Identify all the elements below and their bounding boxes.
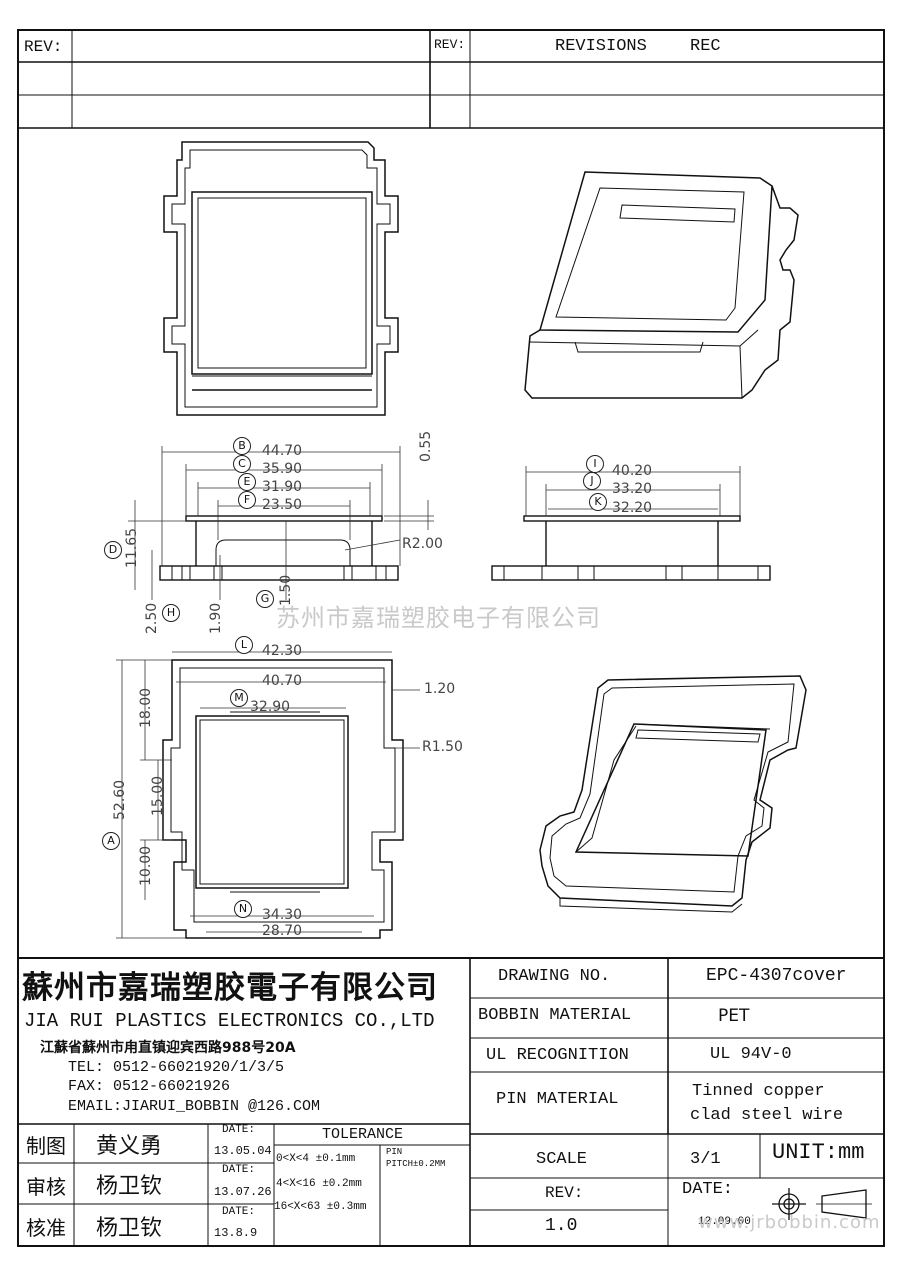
circle-H: H [162, 604, 180, 622]
approval-role-0: 制图 [26, 1134, 66, 1158]
approval-name-2: 杨卫钦 [96, 1216, 163, 1241]
watermark-url: www.jrbobbin.com [698, 1212, 881, 1233]
bottom-plan-view [116, 651, 420, 939]
dim-wall: 1.20 [424, 681, 456, 697]
circle-G: G [256, 590, 274, 608]
dim-mid-seg: 15.00 [150, 775, 166, 816]
dim-base: 28.70 [262, 923, 303, 939]
circle-A: A [102, 832, 120, 850]
dim-C: 35.90 [262, 461, 303, 477]
company-fax: FAX: 0512-66021926 [68, 1078, 231, 1095]
rev-label-mid: REV: [434, 37, 466, 52]
circle-C: C [233, 455, 251, 473]
scale-label: SCALE [536, 1150, 588, 1169]
company-name-cn: 蘇州市嘉瑞塑胶電子有限公司 [22, 970, 438, 1006]
dim-K: 32.20 [612, 500, 653, 516]
dim-radius-bottom: R1.50 [422, 739, 463, 755]
dim-inner: 40.70 [262, 673, 303, 689]
approval-role-1: 审核 [26, 1175, 66, 1199]
pin-material-label: PIN MATERIAL [496, 1090, 619, 1109]
dim-L: 42.30 [262, 643, 303, 659]
date-label: DATE: [682, 1180, 734, 1199]
approval-date-label-1: DATE: [222, 1164, 256, 1176]
circle-K: K [589, 493, 607, 511]
approval-name-1: 杨卫钦 [96, 1174, 163, 1199]
approval-date-2: 13.8.9 [214, 1226, 258, 1240]
dim-D: 11.65 [124, 527, 140, 568]
approval-date-1: 13.07.26 [214, 1185, 272, 1199]
company-tel: TEL: 0512-66021920/1/3/5 [68, 1059, 285, 1076]
tolerance-pin-pitch: PITCH±0.2MM [386, 1159, 446, 1169]
company-name-en: JIA RUI PLASTICS ELECTRONICS CO.,LTD [24, 1010, 435, 1032]
top-iso-view [524, 171, 799, 399]
front-elevation-right [491, 466, 771, 581]
dim-J: 33.20 [612, 481, 653, 497]
dim-H: 2.50 [144, 602, 160, 634]
circle-I: I [586, 455, 604, 473]
unit-label: UNIT:mm [772, 1140, 865, 1165]
circle-B: B [233, 437, 251, 455]
dim-bot-seg: 10.00 [138, 845, 154, 886]
pin-material-line2: clad steel wire [690, 1106, 844, 1125]
bobbin-material-label: BOBBIN MATERIAL [478, 1006, 632, 1025]
circle-E: E [238, 473, 256, 491]
circle-N: N [234, 900, 252, 918]
approval-date-label-0: DATE: [222, 1124, 256, 1136]
tolerance-title: TOLERANCE [322, 1126, 404, 1143]
pin-material-line1: Tinned copper [692, 1082, 825, 1101]
dim-slot: 1.90 [208, 602, 224, 634]
circle-J: J [583, 472, 601, 490]
bobbin-material-value: PET [718, 1006, 750, 1026]
approval-name-0: 黄义勇 [96, 1134, 163, 1159]
circle-D: D [104, 541, 122, 559]
tolerance-row-2: 16<X<63 ±0.3mm [274, 1201, 367, 1213]
dim-radius-top: R2.00 [402, 536, 443, 552]
dim-A: 52.60 [112, 779, 128, 820]
top-plan-view [163, 141, 399, 416]
scale-value: 3/1 [690, 1150, 721, 1169]
title-block [18, 957, 884, 1246]
drawing-no-value: EPC-4307cover [706, 966, 847, 986]
ul-label: UL RECOGNITION [486, 1046, 629, 1065]
circle-F: F [238, 491, 256, 509]
approval-role-2: 核准 [26, 1216, 66, 1240]
circle-L: L [235, 636, 253, 654]
rev-label-left: REV: [24, 38, 63, 56]
watermark-center: 苏州市嘉瑞塑胶电子有限公司 [276, 604, 601, 632]
company-address: 江蘇省蘇州市甪直镇迎宾西路988号20A [40, 1040, 296, 1056]
tolerance-row-0: 0<X<4 ±0.1mm [276, 1153, 356, 1165]
dim-F: 23.50 [262, 497, 303, 513]
dim-top-seg: 18.00 [138, 687, 154, 728]
ul-value: UL 94V-0 [710, 1045, 792, 1064]
dim-flange: 0.55 [418, 430, 434, 462]
circle-M: M [230, 689, 248, 707]
rev-label: REV: [545, 1184, 584, 1202]
company-email: EMAIL:JIARUI_BOBBIN @126.COM [68, 1098, 321, 1115]
bottom-iso-view [539, 675, 807, 913]
revisions-title: REVISIONS [555, 37, 647, 56]
rev-value: 1.0 [545, 1216, 578, 1236]
dim-I: 40.20 [612, 463, 653, 479]
approval-date-label-2: DATE: [222, 1206, 256, 1218]
drawing-no-label: DRAWING NO. [498, 967, 611, 986]
dim-E: 31.90 [262, 479, 303, 495]
date-value: 12.09.00 [698, 1216, 751, 1228]
dim-M: 32.90 [250, 699, 291, 715]
rec-title: REC [690, 37, 721, 56]
dim-N: 34.30 [262, 907, 303, 923]
tolerance-row-1: 4<X<16 ±0.2mm [276, 1178, 362, 1190]
sheet-border [17, 29, 885, 1247]
dim-B: 44.70 [262, 443, 303, 459]
approval-date-0: 13.05.04 [214, 1144, 272, 1158]
tolerance-pin-label: PIN [386, 1147, 403, 1157]
projection-symbol-icon [772, 1188, 872, 1220]
